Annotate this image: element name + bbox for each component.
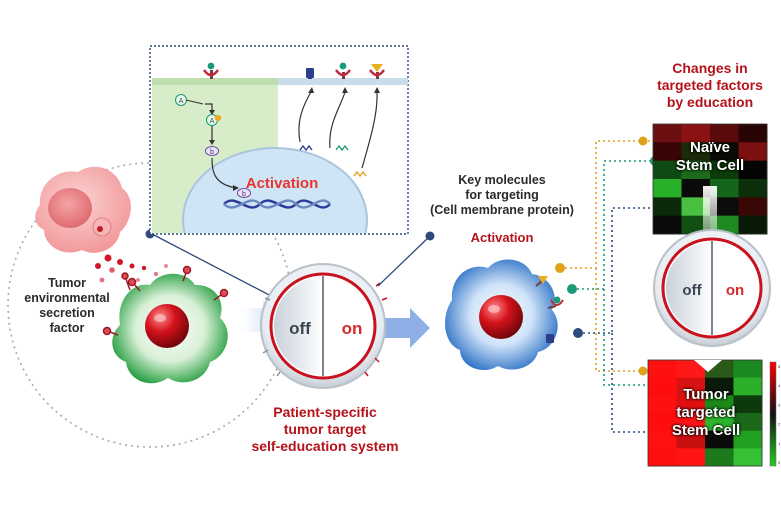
colorbar-tick-label: 0 [778, 460, 781, 465]
heatmap-cell [710, 124, 739, 143]
switch-on-label: on [342, 319, 363, 338]
tumor-heatmap-notch [694, 360, 722, 372]
heatmap-cell [676, 430, 706, 449]
heatmap-cell [738, 179, 768, 198]
heatmap-cell [653, 160, 682, 180]
heatmap-cell [705, 395, 734, 414]
connector-inset-to-dial [151, 233, 276, 299]
heatmap-cell [738, 215, 768, 235]
marker-gold [555, 263, 565, 273]
heatmap-cell [738, 124, 768, 143]
receptors-green-cell [102, 265, 229, 336]
heatmap-cell [648, 430, 677, 449]
heatmap-cell [653, 142, 682, 162]
heatmap-cell [653, 124, 682, 143]
heatmap-cell [733, 360, 763, 379]
educated-cell-receptors [535, 276, 564, 343]
marker-teal [567, 284, 577, 294]
heatmap-cell [705, 430, 734, 449]
gene-b-label: b [210, 149, 214, 156]
colorbar-tick-label: 4 [778, 383, 781, 388]
heatmap-cell [710, 142, 739, 162]
connector-dial-to-key [377, 235, 431, 287]
changes-title: Changes in targeted factors by education [657, 60, 763, 110]
gene-a2-label: A [210, 118, 215, 125]
heatmap-cell [733, 430, 763, 449]
heatmap-cell [681, 160, 711, 180]
heatmap-cell [710, 179, 739, 198]
heatmap-cell [648, 448, 677, 467]
key-activation-label: Activation [470, 230, 534, 245]
heatmap-cell [738, 160, 768, 180]
small-switch-on-label: on [726, 282, 744, 299]
membrane-receptors [203, 62, 385, 79]
heatmap-cell [676, 413, 706, 432]
heatmap-cell [738, 142, 768, 162]
heatmap-cell [705, 448, 734, 467]
educated-stem-cell [445, 259, 564, 371]
heatmap-cell [676, 448, 706, 467]
heatmap-cell [653, 179, 682, 198]
heatmap-cell [738, 197, 768, 217]
heatmap-cell [648, 413, 677, 432]
gene-a-label: A [179, 98, 184, 105]
heatmap-cell [648, 360, 677, 379]
heatmap-cell [648, 395, 677, 414]
tumor-factor-label: Tumor environmental secretion factor [24, 276, 110, 335]
activation-inset: A A b b Activation [149, 45, 409, 235]
small-switch-dial: off on [653, 229, 771, 347]
colorbar-tick-label: 3 [778, 402, 781, 407]
heatmap-cell [733, 413, 763, 432]
colorbar-tick-label: 2 [778, 422, 781, 427]
heatmap-cell [733, 395, 763, 414]
naive-stem-cell-label: Naïve Stem Cell [675, 139, 745, 174]
heatmap-cell [710, 160, 739, 180]
main-switch-dial: off on [260, 263, 388, 389]
connector-dot-key [425, 231, 435, 241]
marker-navy [573, 328, 583, 338]
patient-specific-label: Patient-specific tumor target self-educa… [251, 404, 399, 454]
heatmap-cell [681, 142, 711, 162]
heatmap-cell [710, 197, 739, 217]
arrow-out-of-dial [385, 308, 430, 348]
heatmap-tumor [648, 360, 763, 467]
heatmap-naive [653, 124, 768, 235]
tumor-targeted-label: Tumor targeted Stem Cell [671, 386, 741, 439]
heatmap-cell [733, 377, 763, 396]
activation-inset-label: Activation [246, 175, 319, 192]
stem-cell-green [112, 273, 228, 384]
dial-ticks [364, 282, 388, 377]
heatmap-cell [676, 360, 706, 379]
key-molecules-label: Key molecules for targeting (Cell membra… [430, 173, 574, 217]
heatmap-cell [653, 197, 682, 217]
heatmap-cell [676, 377, 706, 396]
signal-arrows [205, 91, 378, 189]
heatmap-cell [648, 377, 677, 396]
tumor-cell [35, 166, 131, 253]
small-switch-off-label: off [682, 282, 702, 299]
switch-off-label: off [289, 319, 311, 338]
heatmap-connectors [560, 140, 660, 433]
heatmap-cell [681, 124, 711, 143]
gene-b2-label: b [242, 191, 246, 198]
colorbar-tick-label: 5 [778, 364, 781, 369]
heatmap-cell [705, 377, 734, 396]
heatmap-cell [653, 215, 682, 235]
heatmap-cell [705, 413, 734, 432]
heatmap-cell [733, 448, 763, 467]
colorbar-tick-label: 1 [778, 441, 781, 446]
heatmap-colorbar: 5 4 3 2 1 0 [769, 361, 781, 467]
heatmap-cell [676, 395, 706, 414]
